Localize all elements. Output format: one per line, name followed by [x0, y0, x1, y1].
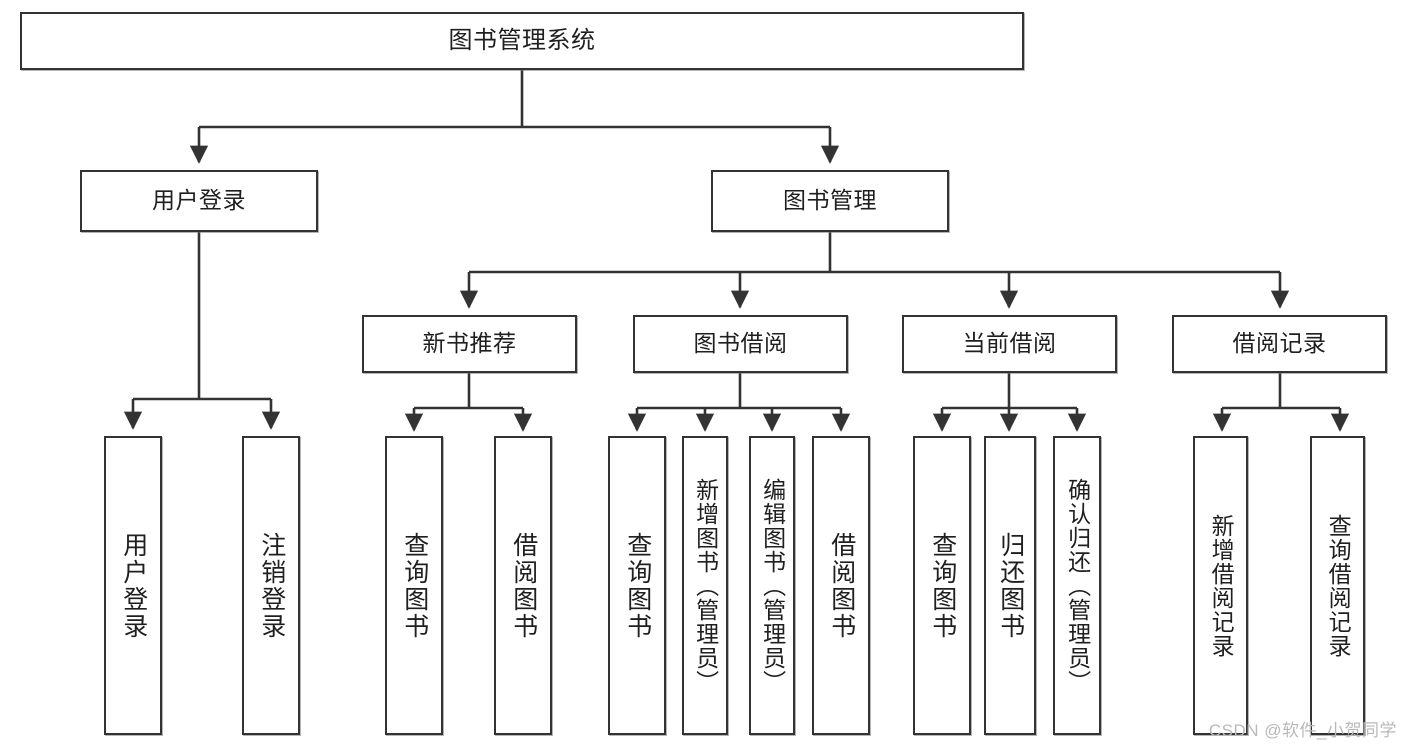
leaf-query-book-borrow[interactable]: 查询图书 — [608, 436, 666, 735]
node-label: 编辑图书（管理员） — [759, 477, 786, 694]
node-label: 查询图书 — [623, 531, 652, 640]
leaf-confirm-return[interactable]: 确认归还（管理员） — [1053, 436, 1101, 735]
node-label: 查询图书 — [928, 531, 957, 640]
node-label: 注销登录 — [257, 531, 286, 640]
node-label: 用户登录 — [152, 187, 246, 214]
leaf-user-login[interactable]: 用户登录 — [104, 436, 162, 735]
node-book-management-system[interactable]: 图书管理系统 — [20, 12, 1024, 70]
leaf-query-borrow-record[interactable]: 查询借阅记录 — [1310, 436, 1365, 735]
node-label: 新增借阅记录 — [1208, 513, 1235, 658]
node-new-book-recommend[interactable]: 新书推荐 — [362, 315, 577, 373]
leaf-query-book-current[interactable]: 查询图书 — [913, 436, 971, 735]
node-label: 图书借阅 — [693, 330, 788, 357]
leaf-add-book[interactable]: 新增图书（管理员） — [682, 436, 728, 735]
node-label: 当前借阅 — [962, 330, 1057, 357]
node-label: 确认归还（管理员） — [1064, 477, 1091, 694]
node-book-borrow[interactable]: 图书借阅 — [633, 315, 848, 373]
node-label: 归还图书 — [996, 531, 1025, 640]
leaf-return-book[interactable]: 归还图书 — [984, 436, 1036, 735]
node-label: 借阅图书 — [509, 531, 538, 640]
csdn-watermark: CSDN @软件_小贺同学 — [1208, 721, 1397, 740]
leaf-add-borrow-record[interactable]: 新增借阅记录 — [1193, 436, 1248, 735]
node-label: 新增图书（管理员） — [692, 477, 719, 694]
leaf-logout-login[interactable]: 注销登录 — [242, 436, 300, 735]
leaf-borrow-book-recommend[interactable]: 借阅图书 — [494, 436, 552, 735]
node-label: 借阅图书 — [827, 531, 856, 640]
node-label: 查询借阅记录 — [1325, 513, 1352, 658]
node-label: 新书推荐 — [422, 330, 517, 357]
node-borrow-record[interactable]: 借阅记录 — [1172, 315, 1387, 373]
node-current-borrow[interactable]: 当前借阅 — [902, 315, 1117, 373]
leaf-edit-book[interactable]: 编辑图书（管理员） — [749, 436, 795, 735]
node-book-manage[interactable]: 图书管理 — [711, 170, 949, 232]
leaf-borrow-book[interactable]: 借阅图书 — [812, 436, 870, 735]
node-label: 查询图书 — [400, 531, 429, 640]
node-user-login[interactable]: 用户登录 — [80, 170, 318, 232]
node-label: 借阅记录 — [1232, 330, 1327, 357]
leaf-query-book-recommend[interactable]: 查询图书 — [385, 436, 443, 735]
node-label: 图书管理系统 — [448, 26, 596, 54]
node-label: 图书管理 — [783, 187, 877, 214]
node-label: 用户登录 — [119, 531, 148, 640]
